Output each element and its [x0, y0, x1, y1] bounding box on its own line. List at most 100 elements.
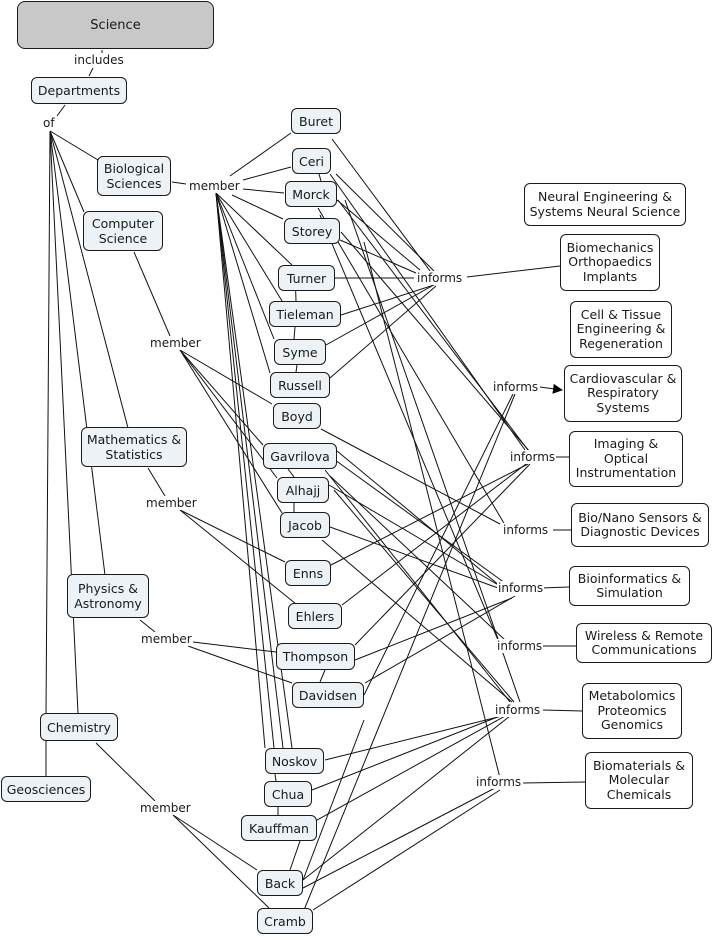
connector-line — [45, 130, 51, 714]
connector-line — [274, 773, 277, 782]
connector-line — [336, 450, 501, 587]
connector-line — [335, 173, 435, 272]
concept-area-cell-tissue[interactable]: Cell & Tissue Engineering & Regeneration — [570, 301, 672, 358]
connector-line — [302, 787, 496, 889]
connector-line — [49, 130, 129, 429]
link-label-informs-wireless: informs — [496, 639, 544, 653]
concept-department-computer-science[interactable]: Computer Science — [83, 211, 163, 251]
concept-person-gavrilova[interactable]: Gavrilova — [263, 443, 337, 469]
link-label-informs-imaging: informs — [509, 450, 557, 464]
concept-department-mathematics-statistics[interactable]: Mathematics & Statistics — [81, 427, 187, 467]
concept-person-russell[interactable]: Russell — [270, 372, 330, 398]
connector-line — [331, 138, 431, 272]
connector-line — [311, 715, 501, 791]
concept-area-biomaterials[interactable]: Biomaterials & Molecular Chemicals — [585, 752, 693, 809]
concept-person-alhajj[interactable]: Alhajj — [277, 477, 329, 503]
connector-line — [319, 669, 326, 683]
concept-person-jacob[interactable]: Jacob — [280, 512, 330, 538]
connector-line — [341, 463, 527, 606]
concept-area-wireless[interactable]: Wireless & Remote Communications — [576, 623, 712, 663]
concept-person-chua[interactable]: Chua — [264, 781, 312, 807]
connector-line — [187, 645, 293, 684]
connector-line — [330, 463, 529, 566]
connector-line — [242, 166, 292, 181]
concept-person-buret[interactable]: Buret — [291, 108, 341, 134]
concept-person-back[interactable]: Back — [257, 870, 303, 896]
concept-area-neural-engineering[interactable]: Neural Engineering & Systems Neural Scie… — [524, 183, 686, 226]
concept-person-morck[interactable]: Morck — [285, 181, 337, 207]
connector-line — [289, 840, 301, 871]
connector-line — [354, 597, 513, 661]
concept-department-biological-sciences[interactable]: Biological Sciences — [97, 156, 171, 196]
connector-line — [147, 467, 166, 497]
connector-line — [179, 349, 278, 479]
connector-line — [179, 349, 273, 405]
connector-line — [329, 526, 499, 589]
concept-person-tieleman[interactable]: Tieleman — [269, 301, 341, 327]
concept-person-thompson[interactable]: Thompson — [276, 643, 355, 670]
connector-line — [133, 251, 171, 337]
link-label-informs-biomaterials: informs — [475, 775, 523, 789]
connector-line — [229, 132, 292, 177]
connector-line — [172, 814, 258, 871]
connector-line — [179, 349, 264, 446]
link-label-member-computer: member — [149, 336, 202, 350]
concept-area-omics[interactable]: Metabolomics Proteomics Genomics — [582, 683, 682, 739]
connector-line — [337, 199, 529, 451]
connector-line — [215, 192, 275, 749]
connector-line — [215, 192, 284, 749]
connector-line — [324, 469, 511, 703]
connector-line — [293, 326, 296, 340]
connector-line — [179, 349, 283, 514]
connector-line — [287, 468, 295, 478]
connector-includes-departments — [88, 67, 94, 77]
link-label-informs-omics: informs — [494, 703, 542, 717]
link-label-informs-sensors: informs — [502, 523, 550, 537]
concept-departments[interactable]: Departments — [31, 77, 127, 104]
connector-line — [320, 428, 501, 525]
connector-line — [215, 192, 275, 340]
connector-line — [49, 130, 99, 161]
link-label-member-chemistry: member — [139, 801, 192, 815]
connector-line — [340, 284, 435, 316]
connector-line — [329, 285, 437, 379]
concept-person-ceri[interactable]: Ceri — [292, 148, 331, 174]
connector-line — [540, 586, 570, 589]
connector-line — [333, 489, 515, 703]
concept-person-kauffman[interactable]: Kauffman — [241, 815, 317, 841]
concept-person-syme[interactable]: Syme — [274, 339, 326, 365]
concept-person-turner[interactable]: Turner — [278, 265, 335, 291]
connector-line — [295, 364, 298, 373]
connector-line — [340, 231, 531, 453]
connector-line — [336, 199, 421, 271]
concept-person-davidsen[interactable]: Davidsen — [292, 682, 364, 708]
connector-informs-cardiovascular — [539, 383, 563, 394]
connector-line — [172, 814, 270, 909]
concept-person-noskov[interactable]: Noskov — [265, 748, 324, 774]
connector-line — [49, 130, 79, 714]
concept-area-bioinformatics[interactable]: Bioinformatics & Simulation — [569, 566, 690, 606]
concept-area-biomechanics[interactable]: Biomechanics Orthopaedics Implants — [560, 234, 660, 291]
connector-line — [302, 715, 511, 881]
connector-line — [215, 192, 271, 374]
concept-person-ehlers[interactable]: Ehlers — [288, 603, 342, 629]
concept-area-imaging[interactable]: Imaging & Optical Instrumentation — [569, 431, 683, 487]
concept-person-cramb[interactable]: Cramb — [257, 908, 313, 934]
connector-line — [215, 192, 283, 302]
connector-line — [334, 459, 506, 584]
concept-department-physics-astronomy[interactable]: Physics & Astronomy — [67, 574, 149, 618]
connector-line — [317, 207, 506, 526]
concept-area-cardiovascular[interactable]: Cardiovascular & Respiratory Systems — [564, 365, 682, 422]
connector-line — [171, 181, 187, 185]
concept-person-storey[interactable]: Storey — [284, 218, 340, 244]
connector-line — [363, 241, 501, 779]
connector-line — [179, 509, 297, 605]
concept-department-chemistry[interactable]: Chemistry — [40, 713, 118, 741]
connector-line — [354, 463, 531, 646]
concept-science[interactable]: Science — [17, 1, 214, 49]
concept-person-enns[interactable]: Enns — [285, 560, 331, 586]
concept-area-sensors[interactable]: Bio/Nano Sensors & Diagnostic Devices — [571, 503, 709, 547]
concept-department-geosciences[interactable]: Geosciences — [1, 776, 91, 802]
connector-line — [95, 742, 156, 802]
concept-person-boyd[interactable]: Boyd — [273, 403, 321, 429]
